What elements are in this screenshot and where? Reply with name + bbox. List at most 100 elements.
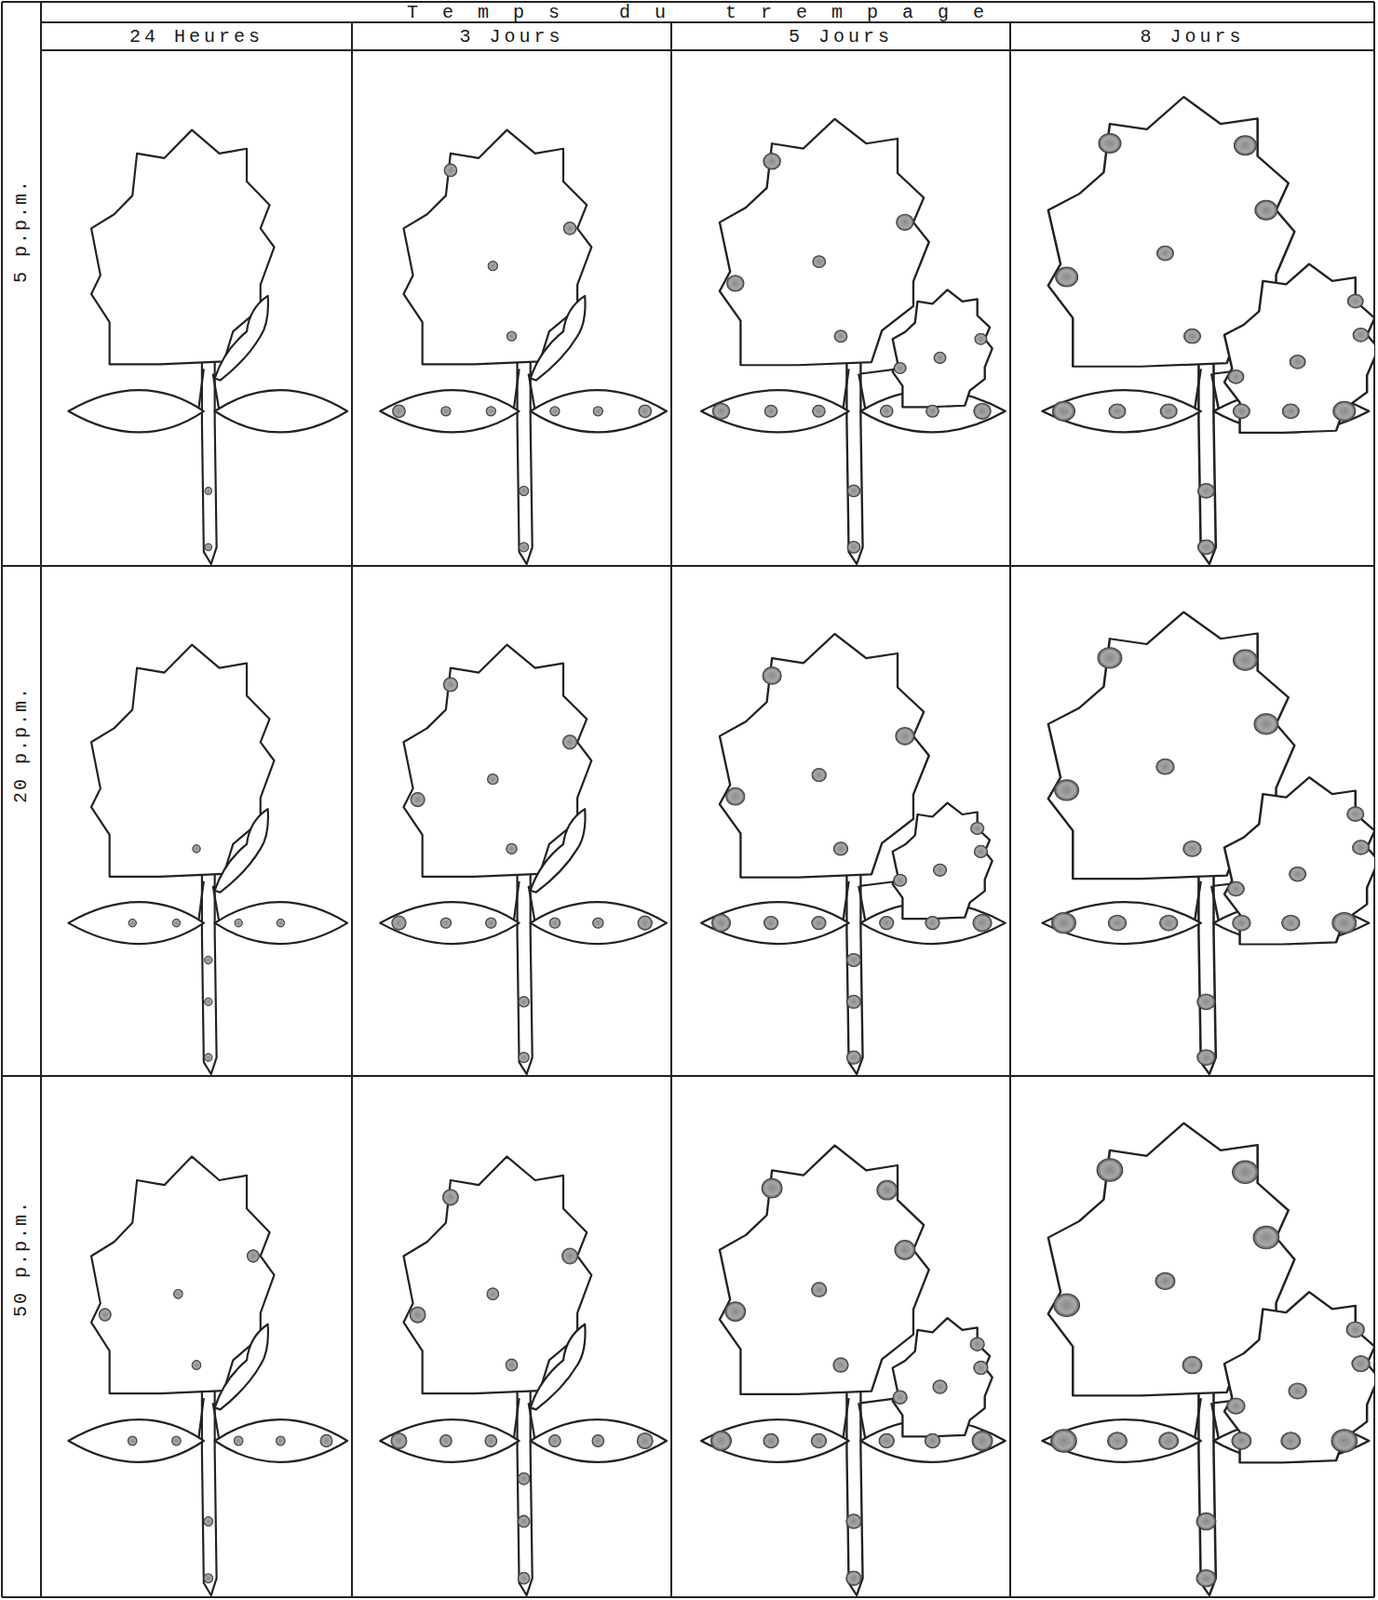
lesion-spot — [505, 1359, 518, 1372]
lesion-spot — [320, 1434, 333, 1447]
lesion-spot — [563, 222, 577, 236]
lesion-spot — [203, 1574, 214, 1584]
lesion-spot — [1352, 327, 1369, 342]
lesion-spot — [204, 998, 213, 1007]
lesion-spot — [711, 914, 730, 933]
table-line — [40, 1, 42, 1598]
lesion-spot — [1051, 1430, 1078, 1453]
lesion-spot — [933, 351, 946, 364]
lesion-spot — [1282, 915, 1300, 932]
lesion-spot — [1352, 840, 1370, 856]
lesion-spot — [487, 773, 500, 784]
lesion-spot — [1055, 267, 1079, 287]
lesion-spot — [1347, 807, 1365, 823]
lesion-spot — [932, 864, 946, 877]
lesion-spot — [172, 1436, 182, 1446]
table-line — [1009, 22, 1012, 1598]
lesion-spot — [1196, 1513, 1216, 1530]
lesion-spot — [932, 1380, 947, 1394]
lesion-spot — [409, 1307, 426, 1324]
table-line — [0, 1, 3, 1598]
lesion-spot — [763, 1433, 779, 1448]
lesion-spot — [726, 787, 745, 806]
lesion-spot — [1254, 714, 1279, 735]
lesion-spot — [725, 1302, 746, 1323]
lesion-spot — [517, 1572, 530, 1585]
lobed-leaf — [892, 1318, 993, 1437]
lesion-spot — [392, 405, 406, 419]
lesion-spot — [971, 822, 985, 835]
lesion-spot — [763, 917, 778, 931]
lesion-spot — [811, 917, 826, 931]
table-line — [40, 49, 1375, 52]
lesion-spot — [506, 331, 516, 341]
lesion-spot — [846, 1514, 862, 1529]
lesion-spot — [593, 918, 605, 929]
lesion-spot — [1052, 912, 1077, 933]
lesion-spot — [1331, 1430, 1358, 1453]
petiole — [1194, 1398, 1219, 1442]
lesion-spot — [896, 214, 914, 230]
lesion-spot — [972, 914, 992, 933]
lesion-spot — [637, 916, 652, 931]
plant-drawing — [1042, 612, 1378, 1075]
oval-leaf — [67, 1419, 203, 1463]
lesion-spot — [127, 1436, 137, 1446]
lesion-spot — [1184, 328, 1202, 344]
oval-leaf — [701, 1419, 849, 1463]
lesion-spot — [550, 406, 560, 417]
oval-leaf — [215, 902, 348, 945]
lesion-spot — [1233, 135, 1257, 156]
lesion-spot — [833, 842, 848, 856]
stem — [517, 1389, 533, 1596]
lesion-spot — [847, 540, 861, 554]
lesion-spot — [727, 275, 744, 292]
lesion-spot — [973, 1361, 988, 1375]
lesion-spot — [204, 543, 212, 552]
lesion-spot — [711, 1432, 732, 1452]
plant-drawing — [1042, 1123, 1378, 1596]
lesion-spot — [811, 769, 826, 783]
lesion-spot — [518, 1052, 530, 1063]
lesion-spot — [877, 1180, 898, 1201]
row-label: 50 p.p.m. — [11, 1200, 32, 1318]
lesion-spot — [203, 1517, 214, 1527]
lesion-spot — [1232, 1161, 1259, 1184]
lesion-spot — [1281, 1432, 1301, 1450]
lesion-spot — [847, 485, 861, 498]
petiole — [842, 1398, 866, 1442]
lesion-spot — [1160, 404, 1177, 419]
lesion-spot — [712, 403, 730, 419]
oval-leaf — [379, 902, 519, 945]
lesion-spot — [1351, 1356, 1370, 1373]
row-label: 5 p.p.m. — [11, 178, 32, 284]
lesion-spot — [878, 1433, 894, 1448]
lesion-spot — [1289, 866, 1307, 882]
lesion-spot — [518, 997, 530, 1008]
lesion-spot — [1255, 200, 1278, 220]
stem — [846, 872, 863, 1075]
lesion-spot — [1156, 758, 1175, 775]
lesion-spot — [440, 1435, 453, 1448]
lesion-spot — [762, 667, 782, 686]
lesion-spot — [1197, 994, 1216, 1011]
lobed-leaf — [719, 119, 930, 365]
lesion-spot — [276, 1436, 286, 1446]
lesion-spot — [1227, 881, 1244, 897]
oval-leaf — [530, 902, 667, 945]
leaf-bud — [530, 809, 586, 893]
leaf-bud — [215, 809, 269, 893]
lesion-spot — [234, 918, 243, 928]
lesion-spot — [549, 1435, 562, 1448]
lesion-spot — [1160, 915, 1178, 932]
column-header: 24 Heures — [129, 27, 264, 48]
lesion-spot — [763, 153, 781, 170]
lesion-spot — [812, 405, 826, 418]
lesion-spot — [204, 487, 212, 496]
lesion-spot — [1232, 404, 1250, 419]
lesion-spot — [1107, 915, 1126, 932]
table-line — [1373, 1, 1376, 1598]
lesion-spot — [192, 845, 201, 854]
lesion-spot — [174, 1289, 184, 1299]
